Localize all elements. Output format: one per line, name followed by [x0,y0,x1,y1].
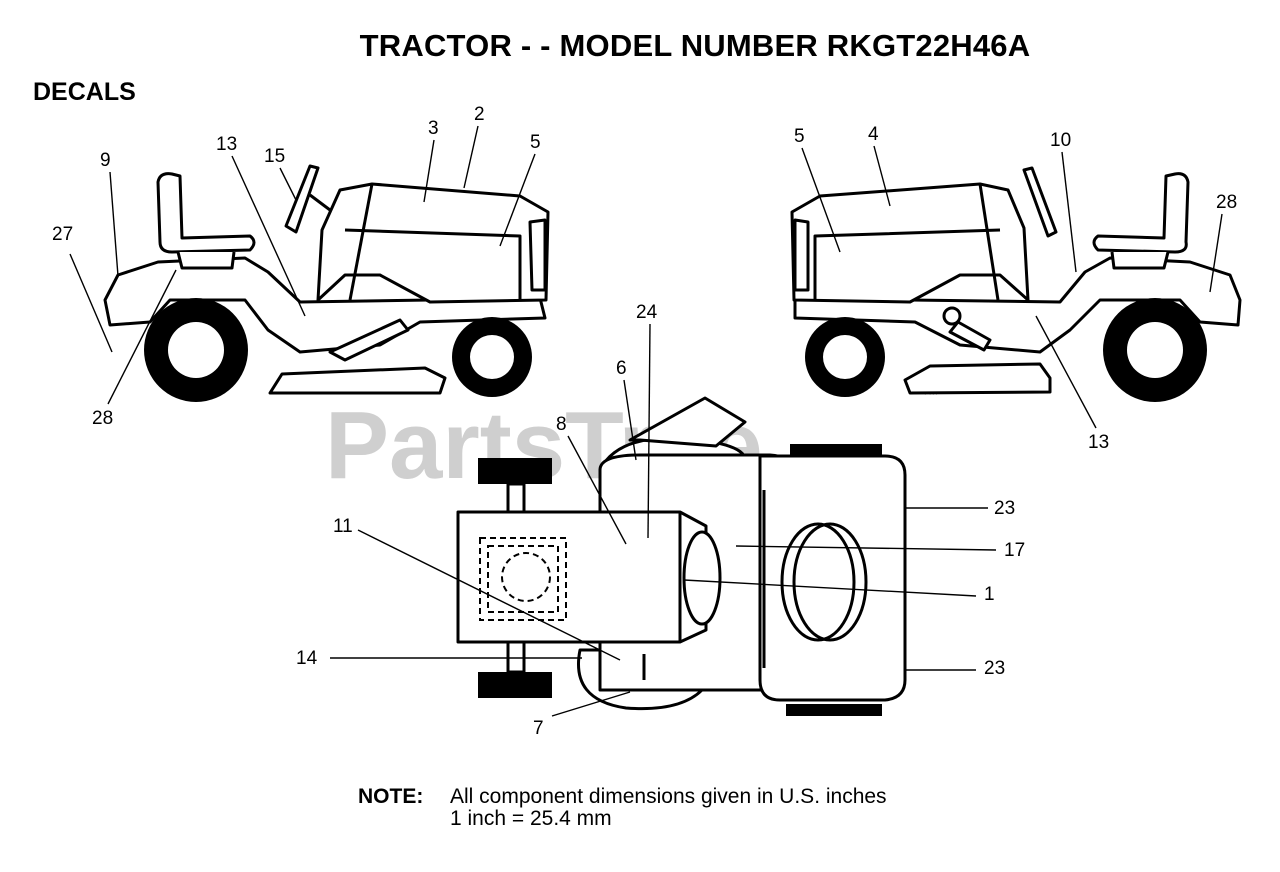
leader-2 [463,125,479,189]
leader-27 [69,253,113,353]
leader-28-right [1209,213,1223,293]
leader-5-right [801,147,841,253]
hood-line-right [813,228,1001,300]
rear-wheel-hub [168,322,224,378]
dashed-circle [501,552,551,602]
lift-lever [328,318,410,362]
seat-base-right [1110,251,1170,270]
leader-11 [357,529,621,661]
rear-axle-top [506,482,526,516]
callout-17: 17 [1004,540,1025,561]
callout-27: 27 [52,224,73,245]
steering-wheel-right [1022,166,1058,238]
hood-line [344,228,522,300]
steering-column [309,193,331,212]
callout-3: 3 [428,118,439,139]
leader-3 [423,139,435,203]
mower-deck [268,366,447,395]
leader-13-left [231,155,306,317]
section-heading: DECALS [33,78,136,106]
front-tire-top [790,444,882,456]
callout-13-right: 13 [1088,432,1109,453]
callout-28-right: 28 [1216,192,1237,213]
callout-4: 4 [868,124,879,145]
callout-28-left: 28 [92,408,113,429]
note-line-2: 1 inch = 25.4 mm [450,807,612,830]
note-line-1: All component dimensions given in U.S. i… [450,785,887,808]
leader-28-left [107,269,177,405]
front-wheel-hub [470,335,514,379]
leader-9 [109,171,119,277]
leader-5-left [499,153,536,247]
leader-13-right [1035,315,1097,429]
callout-7: 7 [533,718,544,739]
leader-6 [623,379,637,461]
engine-oval-right-2 [792,522,868,642]
callout-23-top: 23 [994,498,1015,519]
hood [316,182,550,304]
callout-10: 10 [1050,130,1071,151]
callout-23-bottom: 23 [984,658,1005,679]
seat [156,172,256,254]
engine-oval-left [682,530,722,626]
seat-right [1092,172,1190,254]
tractor-left-side-view: 9 27 13 15 3 2 5 28 [52,104,550,429]
callout-1: 1 [984,584,995,605]
leader-7 [551,691,631,717]
callout-11: 11 [333,516,353,537]
page-title: TRACTOR - - MODEL NUMBER RKGT22H46A [359,28,1031,63]
callout-2: 2 [474,104,485,125]
hood-rear-line [348,183,374,301]
lift-lever-right [948,320,992,352]
rear-fender-top [456,510,708,644]
seat-back-top [628,396,747,448]
tractor-top-view: 24 6 8 11 14 7 23 17 1 23 [296,302,1025,739]
hood-rear-line-right [978,183,1000,301]
rear-tire-top [478,458,552,484]
front-wheel-right-hub [823,335,867,379]
leader-8 [567,435,627,545]
mower-deck-right [903,362,1052,395]
hood-right [790,182,1030,304]
lever-knob-right [942,306,962,326]
note-block: NOTE: All component dimensions given in U… [358,786,887,830]
grille-right [793,218,810,292]
leader-10 [1061,151,1077,273]
front-tire-bottom [786,704,882,716]
callout-24: 24 [636,302,658,323]
rear-axle-bottom [506,640,526,674]
callout-13-left: 13 [216,134,237,155]
leader-24 [647,323,651,539]
callout-5-right: 5 [794,126,805,147]
callout-14: 14 [296,648,318,669]
leader-15 [279,167,297,201]
rear-tire-bottom [478,672,552,698]
callout-9: 9 [100,150,111,171]
grille [528,218,547,292]
callout-6: 6 [616,358,627,379]
tractor-right-side-view: 5 4 10 28 13 [790,124,1242,453]
note-label: NOTE: [358,785,424,808]
leader-4 [873,145,891,207]
steering-wheel [284,164,320,234]
callout-5-left: 5 [530,132,541,153]
dashed-box [479,537,567,621]
callout-8: 8 [556,414,567,435]
seat-base [176,251,236,270]
rear-wheel-right-hub [1127,322,1183,378]
callout-15: 15 [264,146,285,167]
leader-1 [683,579,977,597]
leader-17 [735,545,997,551]
